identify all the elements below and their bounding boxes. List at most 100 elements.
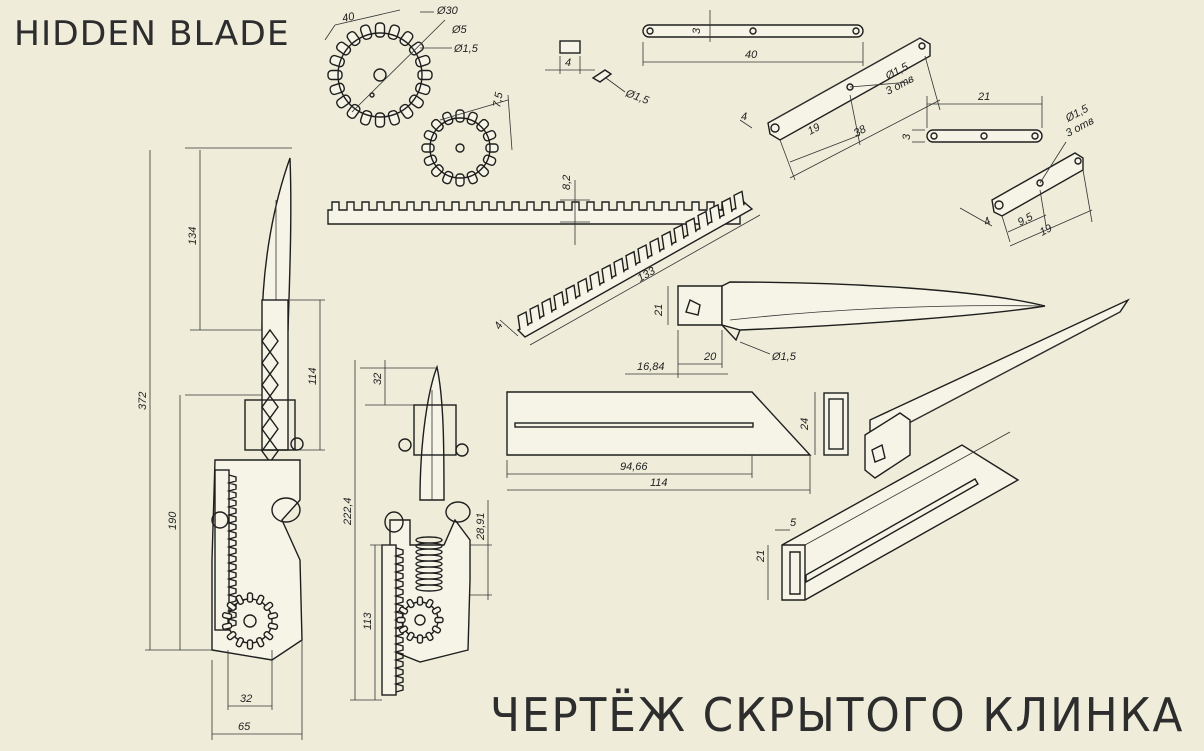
pin-part <box>545 40 626 93</box>
gear-tooth <box>263 631 274 641</box>
dim-link2-a: 9,5 <box>1016 210 1036 228</box>
gear-tooth <box>255 594 265 605</box>
gear-tooth <box>226 601 237 611</box>
dim-bar2-height: 3 <box>901 133 913 140</box>
dim-link-depth: 4 <box>741 111 747 123</box>
gear-tooth <box>346 31 361 47</box>
gear-tooth <box>263 601 274 611</box>
gear-tooth <box>235 594 245 605</box>
dim-main-width: 65 <box>238 721 251 733</box>
dim-rack-depth: 4 <box>492 320 505 331</box>
dim-link2-depth: 4 <box>982 215 993 228</box>
dim-gear-pin: Ø1,5 <box>453 43 479 55</box>
dim-small-gear-width: 7,5 <box>491 91 506 109</box>
dim-blade-hole: Ø1,5 <box>771 351 797 363</box>
dim-bar-height: 3 <box>691 27 703 34</box>
gear-tooth <box>417 69 433 81</box>
gear-tooth <box>267 622 279 630</box>
dim-small-tip: 32 <box>372 373 384 385</box>
second-assembly <box>350 360 492 701</box>
dim-gear-hole: Ø5 <box>451 24 468 36</box>
gear-tooth <box>399 31 414 47</box>
gear-tooth <box>416 596 424 606</box>
dim-link2-b: 19 <box>1038 222 1054 238</box>
dim-main-lower: 190 <box>167 511 179 530</box>
large-gear <box>324 9 446 128</box>
gear-tooth <box>327 69 343 81</box>
dim-gear-diameter: Ø30 <box>436 5 459 17</box>
gear-tooth <box>455 173 465 187</box>
dim-small-lower: 113 <box>362 612 374 630</box>
dim-small-total: 222,4 <box>342 497 354 526</box>
sheath-side-view <box>506 391 849 494</box>
gear-tooth <box>346 103 361 119</box>
blade-side-view <box>625 281 1046 378</box>
gear-tooth <box>246 592 254 603</box>
gear-tooth <box>476 164 490 178</box>
gear-tooth <box>408 94 424 109</box>
dim-main-blade: 134 <box>187 227 199 245</box>
gear-tooth <box>398 606 409 615</box>
isometric-link <box>739 37 941 181</box>
gear-tooth <box>221 612 233 620</box>
gear-tooth <box>425 598 434 609</box>
gear-tooth <box>221 622 233 630</box>
isometric-link-small <box>959 141 1093 247</box>
gear-tooth <box>396 616 406 624</box>
gear-tooth <box>406 631 415 642</box>
gear-tooth <box>476 118 490 132</box>
dim-sheath-outer: 114 <box>650 477 668 489</box>
gear-tooth <box>246 639 254 650</box>
dim-tube-depth: 5 <box>790 517 797 529</box>
title-hidden-blade: HIDDEN BLADE <box>14 14 290 54</box>
sheath-tube-isometric <box>767 431 1020 601</box>
dim-bar2-length: 21 <box>977 91 990 103</box>
gear-tooth <box>416 634 424 644</box>
dim-pin-diameter: Ø1,5 <box>623 87 651 107</box>
dim-bar-length: 40 <box>745 49 758 61</box>
title-russian: ЧЕРТЁЖ СКРЫТОГО КЛИНКА <box>490 688 1185 742</box>
gear-tooth <box>374 22 386 38</box>
dim-blade-height: 21 <box>653 304 665 317</box>
gear-tooth <box>455 109 465 123</box>
gear-tooth <box>431 606 442 615</box>
dim-blade-tang: 20 <box>703 351 717 363</box>
gear-tooth <box>267 612 279 620</box>
dim-link-a: 19 <box>806 121 822 137</box>
dim-rack-height: 8,2 <box>561 175 573 190</box>
gear-tooth <box>336 94 352 109</box>
dim-tube-height: 21 <box>755 550 767 563</box>
gear-tooth <box>430 118 444 132</box>
dim-small-spring: 28,91 <box>475 512 487 541</box>
gear-tooth <box>485 143 499 153</box>
dim-gear-width: 40 <box>341 10 356 24</box>
dim-main-gear-width: 32 <box>240 693 252 705</box>
gear-tooth <box>425 631 434 642</box>
dim-main-guard: 114 <box>307 367 319 385</box>
gear-tooth <box>430 164 444 178</box>
dim-blade-offset: 16,84 <box>637 361 665 373</box>
dim-sheath-inner: 94,66 <box>620 461 648 473</box>
main-assembly <box>145 147 325 740</box>
gear-tooth <box>235 637 245 648</box>
small-gear <box>421 94 513 187</box>
gear-tooth <box>434 616 444 624</box>
gear-tooth <box>406 598 415 609</box>
gear-tooth <box>336 41 352 56</box>
dim-sheath-height: 24 <box>799 418 811 431</box>
dim-pin-length: 4 <box>565 57 571 69</box>
bar-21 <box>912 96 1043 143</box>
gear-tooth <box>399 103 414 119</box>
gear-rack-flat <box>327 180 745 245</box>
dim-main-total: 372 <box>137 392 149 410</box>
gear-tooth <box>421 143 435 153</box>
gear-tooth <box>374 112 386 128</box>
blade-isometric <box>864 298 1130 479</box>
bar-40 <box>642 10 864 66</box>
gear-tooth <box>226 631 237 641</box>
gear-rack-isometric <box>499 190 761 346</box>
gear-tooth <box>255 637 265 648</box>
gear-tooth <box>398 625 409 634</box>
